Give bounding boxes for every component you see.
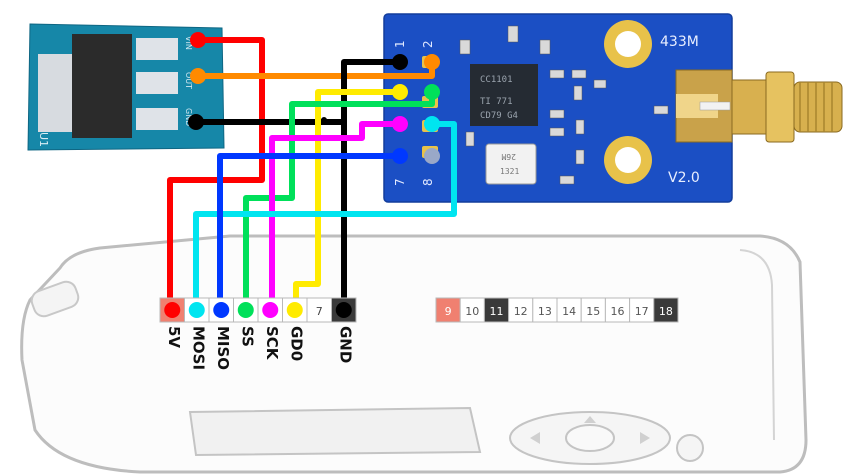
flipper-side-slot: [30, 280, 80, 318]
regulator-marking: U1: [37, 132, 50, 147]
regulator-pad-gnd: [136, 108, 178, 130]
regulator-label-out: OUT: [184, 72, 193, 89]
gpio-pin-number: 9: [445, 305, 452, 318]
gpio-pin-7: [306, 297, 332, 323]
chip-text-line-1: CC1101: [480, 75, 513, 85]
dot-pin4-ss: [424, 84, 440, 100]
crystal-text-1: 26M: [501, 152, 516, 161]
pin-number-7: 7: [393, 178, 407, 186]
dpad-right-arrow-icon: [640, 432, 650, 444]
gpio-pin-15: [580, 297, 606, 323]
dot-pin8-nc: [424, 148, 440, 164]
sma-body: [731, 79, 767, 135]
dot-reg-gnd: [188, 114, 204, 130]
regulator-board: U1 VIN OUT GND: [27, 23, 225, 151]
dpad-left-arrow-icon: [530, 432, 540, 444]
regulator-tab-pad: [38, 54, 76, 132]
pin-number-1: 1: [393, 40, 407, 48]
gpio-pin-dot-5: [262, 302, 279, 318]
gpio-pin-label: SCK: [263, 326, 281, 361]
gpio-pin-10: [459, 297, 485, 323]
dot-pin5-sck: [392, 116, 408, 132]
sma-antenna-connector: [675, 69, 843, 143]
gpio-pin-number: 13: [538, 305, 552, 318]
regulator-label-gnd: GND: [184, 108, 193, 126]
gpio-pin-dot-6: [286, 302, 303, 318]
gpio-pin-dot-2: [188, 302, 205, 318]
wire-miso: [217, 153, 403, 313]
dot-pin2-vcc: [424, 54, 440, 70]
chip-text-line-3: CD79 G4: [480, 111, 518, 121]
version-label: V2.0: [668, 170, 700, 186]
dot-pin1-gnd: [392, 54, 408, 70]
gpio-pin-label: MOSI: [189, 326, 207, 370]
cc1101-chip: [470, 64, 538, 126]
gpio-pin-dot-8: [335, 302, 352, 318]
gpio-pin-number: 17: [635, 305, 649, 318]
gpio-pin-number: 12: [514, 305, 528, 318]
regulator-label-vin: VIN: [184, 36, 193, 50]
regulator-ic-body: [72, 34, 132, 138]
gpio-pin-11: [483, 297, 510, 323]
flipper-screen-window: [188, 406, 482, 457]
gpio-pin-dot-3: [213, 302, 230, 318]
gpio-pin-16: [604, 297, 631, 323]
gpio-pin-label: SS: [238, 326, 256, 347]
frequency-label: 433M: [660, 34, 699, 50]
gpio-pin-number: 10: [465, 305, 479, 318]
dot-pin3-gd0: [392, 84, 408, 100]
wires: [167, 37, 457, 313]
mount-hole-bottom-inner: [615, 147, 641, 173]
gpio-pin-label: 5V: [165, 326, 183, 348]
gpio-pin-12: [508, 297, 534, 323]
dot-reg-vin: [190, 32, 206, 48]
gpio-pin-label: GND: [336, 326, 354, 363]
gpio-pin-label: MISO: [214, 326, 232, 370]
sma-thread: [793, 81, 843, 133]
wire-5v: [167, 37, 265, 313]
flipper-inner-edge: [739, 249, 775, 441]
gpio-pin-13: [532, 297, 558, 323]
gpio-pin-number: 18: [659, 305, 673, 318]
crystal-text-2: 1321: [500, 167, 519, 176]
regulator-pad-vin: [136, 38, 178, 60]
gpio-pin-number: 16: [611, 305, 625, 318]
regulator-pad-out: [136, 72, 178, 94]
gpio-pin-number: 14: [562, 305, 576, 318]
smd-components: [459, 25, 669, 185]
sma-hex-nut: [765, 71, 795, 143]
gpio-pin-number: 7: [316, 305, 323, 318]
sma-thread-lines: [799, 82, 833, 132]
flipper-device: [20, 234, 808, 474]
gpio-pin-number: 15: [586, 305, 600, 318]
flipper-ok-button[interactable]: [565, 424, 615, 452]
chip-text-line-2: TI 771: [480, 97, 513, 107]
wire-sck: [269, 121, 403, 313]
gpio-pin-dot-1: [164, 302, 181, 318]
cc1101-pin-dots: [392, 54, 440, 164]
sma-center-pin: [699, 101, 731, 111]
gpio-pin-label: GD0: [287, 326, 305, 361]
wire-mosi: [193, 121, 457, 313]
pin-number-2: 2: [421, 40, 435, 48]
gpio-header-right: 9 10 11 12 13 14 15 16 17 18: [435, 297, 679, 323]
dot-pin6-mosi: [424, 116, 440, 132]
dot-pin7-miso: [392, 148, 408, 164]
flipper-back-button[interactable]: [676, 434, 704, 462]
regulator-pin-dots: [188, 32, 206, 130]
pin-number-8: 8: [421, 178, 435, 186]
dpad-up-arrow-icon: [584, 416, 596, 423]
crystal-can: [485, 143, 537, 185]
gpio-pin-dot-4: [237, 302, 254, 318]
gpio-pin-17: [629, 297, 655, 323]
gpio-pin-number: 11: [490, 305, 504, 318]
wire-gd0: [293, 89, 403, 313]
dot-reg-out: [190, 68, 206, 84]
mount-hole-top-inner: [615, 31, 641, 57]
gpio-pin-18: [653, 297, 679, 323]
gpio-pin-9: [435, 297, 461, 323]
